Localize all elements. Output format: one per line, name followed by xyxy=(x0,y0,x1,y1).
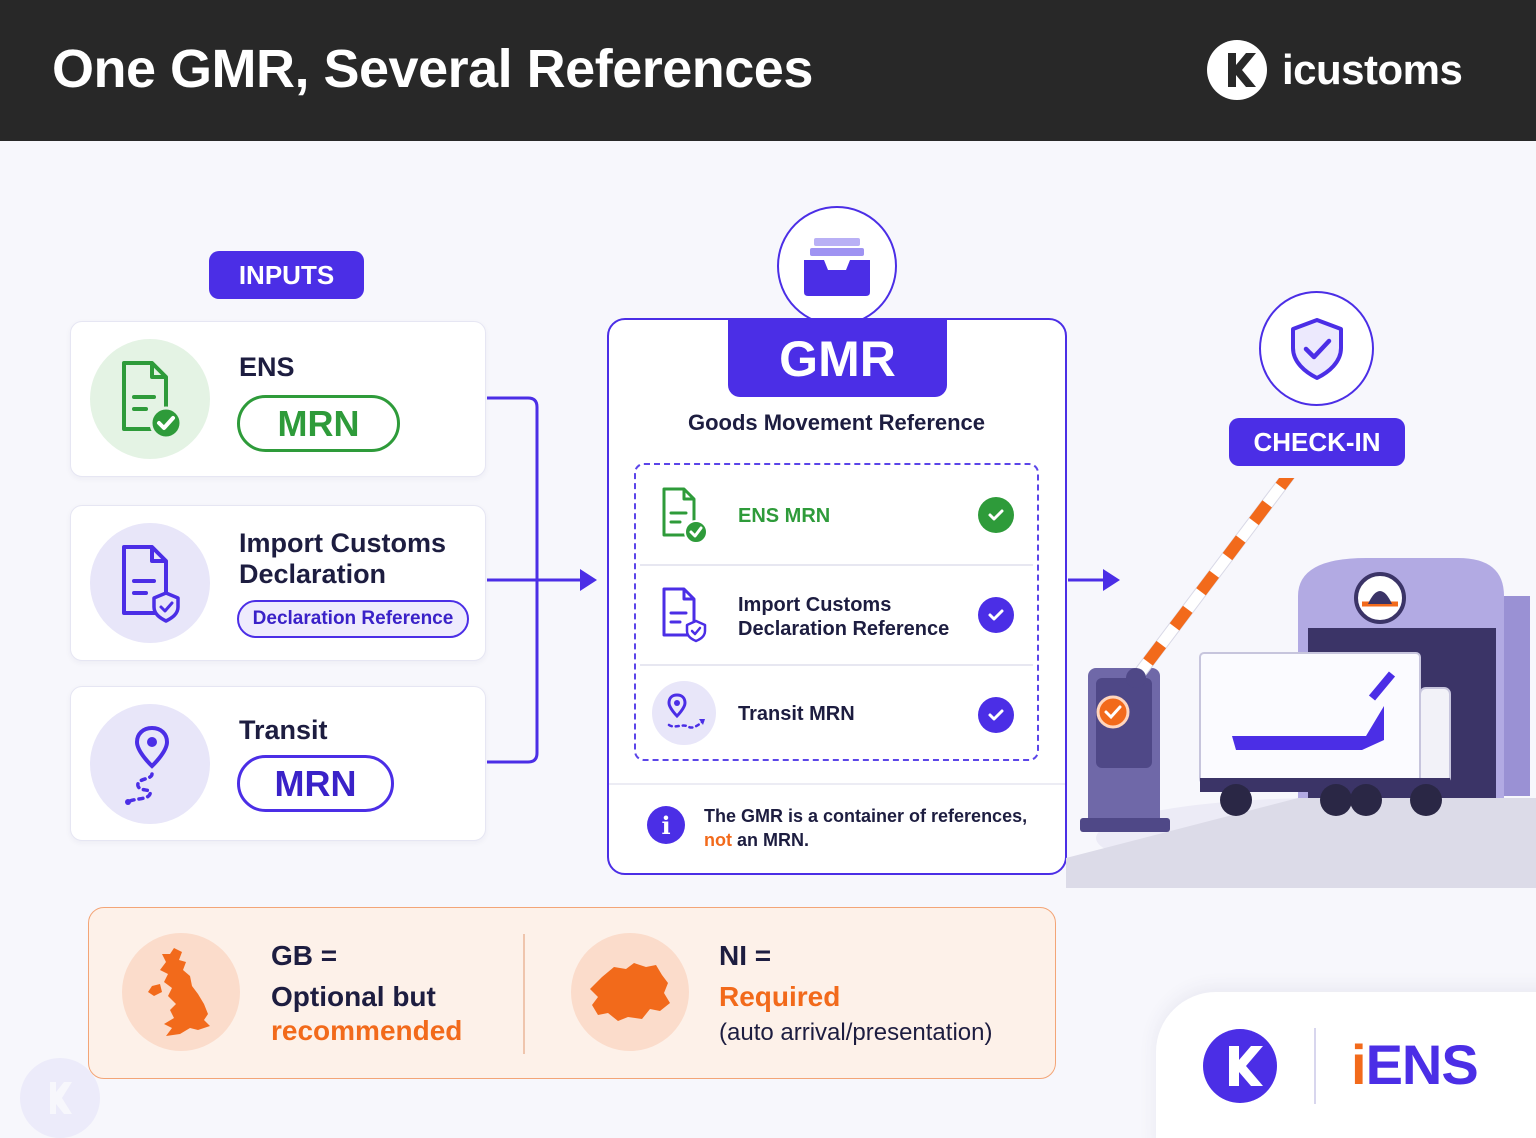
transit-mrn-text: MRN xyxy=(274,762,357,804)
import-title-line1: Import Customs xyxy=(239,528,447,558)
transit-icon-circle xyxy=(90,704,210,824)
gmr-references-list: ENS MRN Import Customs Declaration Refer… xyxy=(634,463,1039,761)
declaration-reference-badge: Declaration Reference xyxy=(237,600,469,638)
transit-route-icon xyxy=(667,693,705,729)
page-title: One GMR, Several References xyxy=(52,39,813,99)
checkpoint-truck-illustration xyxy=(1066,478,1536,888)
reference-row-ens: ENS MRN xyxy=(636,465,1037,564)
ens-mrn-text: MRN xyxy=(277,402,360,444)
shield-check-icon xyxy=(1290,317,1343,380)
reference-row-import-declaration: Import Customs Declaration Reference xyxy=(636,565,1037,664)
checkin-shield-circle xyxy=(1259,291,1374,406)
ens-title: ENS xyxy=(239,352,295,382)
transit-route-icon-circle xyxy=(652,681,716,745)
iens-divider xyxy=(1314,1028,1316,1104)
ens-mrn-check-icon xyxy=(978,497,1014,533)
icustoms-logo-icon xyxy=(1207,40,1267,100)
brand-logo: icustoms xyxy=(1206,36,1463,104)
ni-map-icon xyxy=(590,963,670,1021)
gmr-inbox-circle xyxy=(777,206,897,326)
gmr-container: GMR Goods Movement Reference ENS MRN xyxy=(607,318,1067,875)
iens-name-text: iENS xyxy=(1351,1033,1479,1096)
gb-line2: recommended xyxy=(271,1015,463,1046)
inputs-label-text: INPUTS xyxy=(238,259,335,290)
iens-name-rest: ENS xyxy=(1365,1033,1479,1096)
ni-heading: NI = xyxy=(719,940,772,971)
import-reference-check-icon xyxy=(978,597,1014,633)
watermark-logo-icon xyxy=(20,1058,100,1138)
gb-heading: GB = xyxy=(271,940,338,971)
ni-map-circle xyxy=(571,933,689,1051)
iens-logo-icon xyxy=(1203,1029,1277,1103)
gmr-title-badge: GMR xyxy=(728,320,947,397)
inbox-tray-icon xyxy=(804,238,870,296)
import-reference-label-line2: Declaration Reference xyxy=(738,618,950,640)
gmr-title: GMR xyxy=(779,330,896,387)
document-shield-icon xyxy=(122,545,180,623)
gb-map-icon xyxy=(148,948,210,1036)
transit-mrn-check-icon xyxy=(978,697,1014,733)
gmr-note-divider xyxy=(609,783,1065,785)
gmr-note-line1: The GMR is a container of references, xyxy=(704,806,1028,826)
import-icon-circle xyxy=(90,523,210,643)
transit-title: Transit xyxy=(239,715,328,745)
ens-icon-circle xyxy=(90,339,210,459)
inputs-to-gmr-arrowhead xyxy=(580,569,597,591)
gb-line1: Optional but xyxy=(271,981,436,1012)
input-card-ens: ENS MRN xyxy=(70,321,486,477)
ens-mrn-badge: MRN xyxy=(237,395,400,452)
input-card-transit: Transit MRN xyxy=(70,686,486,841)
iens-name: iENS xyxy=(1351,1032,1479,1097)
gmr-note-rest: an MRN. xyxy=(731,830,809,850)
reference-divider xyxy=(640,564,1033,566)
bracket-connector xyxy=(487,396,539,764)
reference-divider xyxy=(640,664,1033,666)
import-title-line2: Declaration xyxy=(239,559,387,589)
reference-row-transit: Transit MRN xyxy=(636,665,1037,764)
import-reference-label-line1: Import Customs xyxy=(738,594,892,616)
info-icon: i xyxy=(647,806,685,844)
gmr-note-line2: not an MRN. xyxy=(704,828,1027,852)
ni-line1: Required xyxy=(719,981,841,1012)
checkin-label-text: CHECK-IN xyxy=(1253,426,1381,457)
location-route-icon xyxy=(125,725,170,805)
header-bar: One GMR, Several References icustoms xyxy=(0,0,1536,141)
brand-name: icustoms xyxy=(1282,46,1463,93)
input-card-import-declaration: Import Customs Declaration Declaration R… xyxy=(70,505,486,661)
checkin-label: CHECK-IN xyxy=(1229,418,1405,466)
iens-name-prefix: i xyxy=(1351,1033,1367,1096)
gmr-note: The GMR is a container of references, no… xyxy=(704,804,1027,852)
gmr-subtitle: Goods Movement Reference xyxy=(687,410,986,435)
gb-map-circle xyxy=(122,933,240,1051)
declaration-reference-text: Declaration Reference xyxy=(252,608,454,629)
region-requirements: GB = Optional but recommended NI = Requi… xyxy=(88,907,1056,1079)
iens-product-card: iENS xyxy=(1156,992,1536,1138)
gmr-note-highlight: not xyxy=(704,830,732,850)
ni-line2: (auto arrival/presentation) xyxy=(719,1019,993,1046)
ens-document-check-icon xyxy=(662,487,708,544)
inputs-label: INPUTS xyxy=(209,251,364,299)
transit-mrn-badge: MRN xyxy=(237,755,394,812)
document-check-icon xyxy=(122,361,183,440)
region-divider xyxy=(523,934,525,1054)
ens-mrn-label: ENS MRN xyxy=(738,505,831,527)
transit-mrn-label: Transit MRN xyxy=(738,703,855,725)
import-document-shield-icon xyxy=(662,587,707,643)
